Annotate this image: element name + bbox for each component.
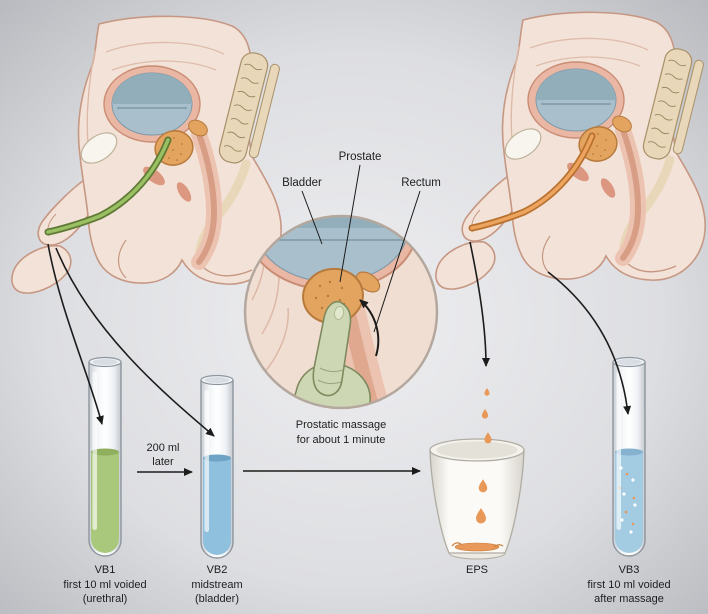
tube-vb2 <box>200 374 234 559</box>
flow-arrow-to-vb1 <box>47 243 104 425</box>
vb3-desc-line2: after massage <box>594 593 664 605</box>
glove-fold <box>317 379 342 385</box>
tube-vb1-liquid <box>91 452 119 553</box>
tube-vb1-liquid-surface <box>91 448 119 456</box>
tube-vb1-mouth <box>92 359 118 365</box>
flow-arrow-drip <box>469 241 490 367</box>
vb1-desc-line2: (urethral) <box>83 593 128 605</box>
massage-caption-line1: Prostatic massage <box>296 419 386 431</box>
tube-vb3 <box>612 356 646 557</box>
glove-fold <box>319 367 344 373</box>
vb1-id: VB1 <box>95 564 116 576</box>
pelvis-post-massage <box>436 12 706 289</box>
eps-cup-opening <box>436 441 518 459</box>
eps-cup-body <box>429 449 525 554</box>
bladder-leader-line <box>301 190 323 245</box>
prostate-label: Prostate <box>339 151 382 163</box>
eps-splash <box>493 544 504 548</box>
rectum-leader-line <box>373 190 421 333</box>
bladder-label: Bladder <box>282 177 322 189</box>
rectum-label: Rectum <box>401 177 441 189</box>
eps-splash <box>451 542 462 547</box>
tube-vb2-liquid-surface <box>203 454 231 462</box>
prostate-leader-line <box>339 164 361 283</box>
vb3-id: VB3 <box>619 564 640 576</box>
eps-secretion <box>451 388 504 552</box>
tube-vb2-mouth <box>204 377 230 383</box>
interval-text-line2: later <box>152 456 174 468</box>
flow-arrow-to-vb2 <box>55 247 215 437</box>
vb1-desc-line1: first 10 ml voided <box>63 579 146 591</box>
eps-id: EPS <box>466 564 488 576</box>
fingernail <box>333 306 345 320</box>
tube-vb1-highlight <box>92 372 97 530</box>
massage-caption-line2: for about 1 minute <box>297 434 386 446</box>
vb2-id: VB2 <box>207 564 228 576</box>
vb3-desc-line1: first 10 ml voided <box>587 579 670 591</box>
tube-vb3-mouth <box>616 359 642 365</box>
interval-text-line1: 200 ml <box>146 442 179 454</box>
pelvis-pre-massage <box>12 16 282 293</box>
tube-vb3-liquid-surface <box>615 448 643 456</box>
eps-cup <box>429 388 525 560</box>
tube-vb3-liquid <box>615 452 643 553</box>
inset-border <box>243 214 439 410</box>
vb2-desc-line1: midstream <box>191 579 242 591</box>
eps-sediment <box>454 542 500 552</box>
flow-arrow-to-vb3 <box>547 271 632 415</box>
tube-vb2-liquid <box>203 458 231 555</box>
tube-vb2-highlight <box>204 390 209 532</box>
massage-inset <box>243 214 439 410</box>
urethra-highlight-orange-core <box>470 134 594 230</box>
vb2-desc-line2: (bladder) <box>195 593 239 605</box>
urethra-highlight-green-core <box>46 138 170 234</box>
tube-vb1 <box>88 356 122 557</box>
tube-vb3-highlight <box>616 372 621 530</box>
